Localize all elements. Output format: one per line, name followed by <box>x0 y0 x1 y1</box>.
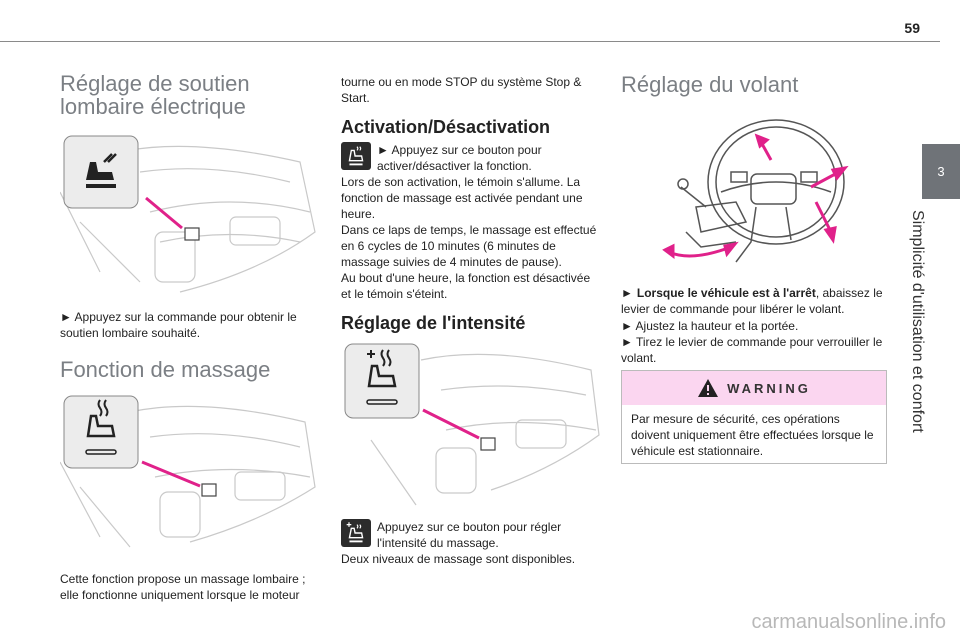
massage-button-icon <box>63 395 139 469</box>
massage-title: Fonction de massage <box>60 357 271 382</box>
lumbar-title-line2: lombaire électrique <box>60 94 246 120</box>
chapter-tab[interactable]: 3 <box>922 144 960 199</box>
chapter-number: 3 <box>937 164 945 179</box>
warning-triangle-icon <box>698 379 719 397</box>
activation-title: Activation/Désactivation <box>341 117 551 137</box>
lumbar-title-line1: Réglage de soutien <box>60 71 250 96</box>
wheel-bullet-1: ►Lorsque le véhicule est à l'arrêt, abai… <box>621 285 883 317</box>
lumbar-title: Réglage de soutien lombaire électrique <box>60 72 250 118</box>
steering-wheel-illustration <box>662 119 849 263</box>
intensity-small-icon <box>341 519 371 547</box>
activation-paragraph-1: Lors de son activation, le témoin s'allu… <box>341 175 583 221</box>
activation-bullet: ► Appuyez sur ce bouton pour activer/dés… <box>377 143 542 173</box>
header-rule <box>0 41 940 42</box>
wheel-bullet-3: ► Tirez le levier de commande pour verro… <box>621 335 883 365</box>
lumbar-instruction: ► Appuyez sur la commande pour obtenir l… <box>60 310 297 340</box>
activation-paragraph-3: Au bout d'une heure, la fonction est dés… <box>341 271 591 301</box>
page-number: 59 <box>904 20 920 36</box>
watermark: carmanualsonline.info <box>751 611 946 633</box>
wheel-bullet-2: ► Ajustez la hauteur et la portée. <box>621 319 799 333</box>
intensity-instruction: Appuyez sur ce bouton pour régler l'inte… <box>377 520 562 550</box>
warning-header: WARNING <box>622 371 886 405</box>
lumbar-seat-illustration <box>60 135 316 293</box>
lumbar-button-icon <box>63 135 139 209</box>
massage-description: Cette fonction propose un massage lombai… <box>60 572 306 602</box>
intensity-levels: Deux niveaux de massage sont disponibles… <box>341 552 576 566</box>
intensity-title: Réglage de l'intensité <box>341 313 526 333</box>
wheel-bullet-1-marker: ► <box>621 286 633 300</box>
intensity-button-icon <box>344 343 420 419</box>
warning-text: Par mesure de sécurité, ces opérations d… <box>631 412 874 458</box>
activation-paragraph-2: Dans ce laps de temps, le massage est ef… <box>341 223 597 269</box>
wheel-title: Réglage du volant <box>621 72 799 97</box>
massage-description-continued: tourne ou en mode STOP du système Stop &… <box>341 75 582 105</box>
warning-box: WARNING Par mesure de sécurité, ces opér… <box>621 370 887 464</box>
chapter-title: Simplicité d'utilisation et confort <box>909 210 926 433</box>
warning-title: WARNING <box>727 380 811 396</box>
wheel-bullet-1-rest: , abaissez le levier de commande pour li… <box>621 286 883 316</box>
intensity-seat-illustration <box>344 343 600 506</box>
massage-seat-illustration <box>60 395 316 548</box>
wheel-bullet-1-bold: Lorsque le véhicule est à l'arrêt <box>636 286 816 300</box>
massage-small-icon <box>341 142 371 170</box>
